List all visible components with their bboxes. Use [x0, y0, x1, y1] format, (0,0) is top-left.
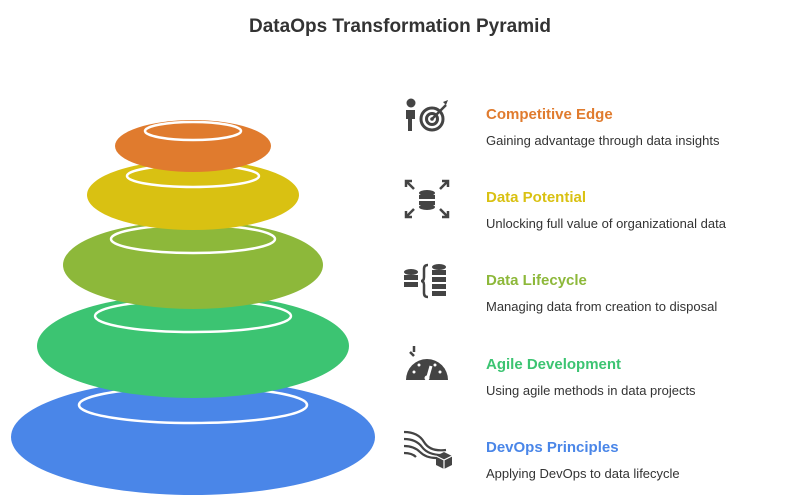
pyramid-layer-agile — [37, 294, 349, 398]
layer-label-devops-principles: DevOps Principles — [486, 439, 619, 456]
layer-label-data-lifecycle: Data Lifecycle — [486, 272, 587, 289]
layer-label-data-potential: Data Potential — [486, 189, 587, 206]
layer-desc-devops-principles: Applying DevOps to data lifecycle — [486, 466, 680, 481]
pyramid-layer-competitive — [115, 120, 271, 172]
pyramid-layer-lifecycle — [63, 221, 323, 309]
layer-label-competitive-edge: Competitive Edge — [486, 106, 613, 123]
database-expand-icon — [404, 179, 450, 219]
page-title: DataOps Transformation Pyramid — [249, 16, 551, 37]
layer-desc-agile-development: Using agile methods in data projects — [486, 383, 696, 398]
speed-gauge-icon — [406, 346, 448, 381]
layer-desc-data-lifecycle: Managing data from creation to disposal — [486, 299, 718, 314]
layer-desc-data-potential: Unlocking full value of organizational d… — [486, 216, 726, 231]
flow-lines-cube-icon — [403, 430, 452, 469]
layer-label-agile-development: Agile Development — [486, 356, 622, 373]
layer-desc-competitive-edge: Gaining advantage through data insights — [486, 133, 720, 148]
data-stack-bracket-icon — [404, 263, 446, 299]
target-archer-icon — [406, 98, 448, 132]
